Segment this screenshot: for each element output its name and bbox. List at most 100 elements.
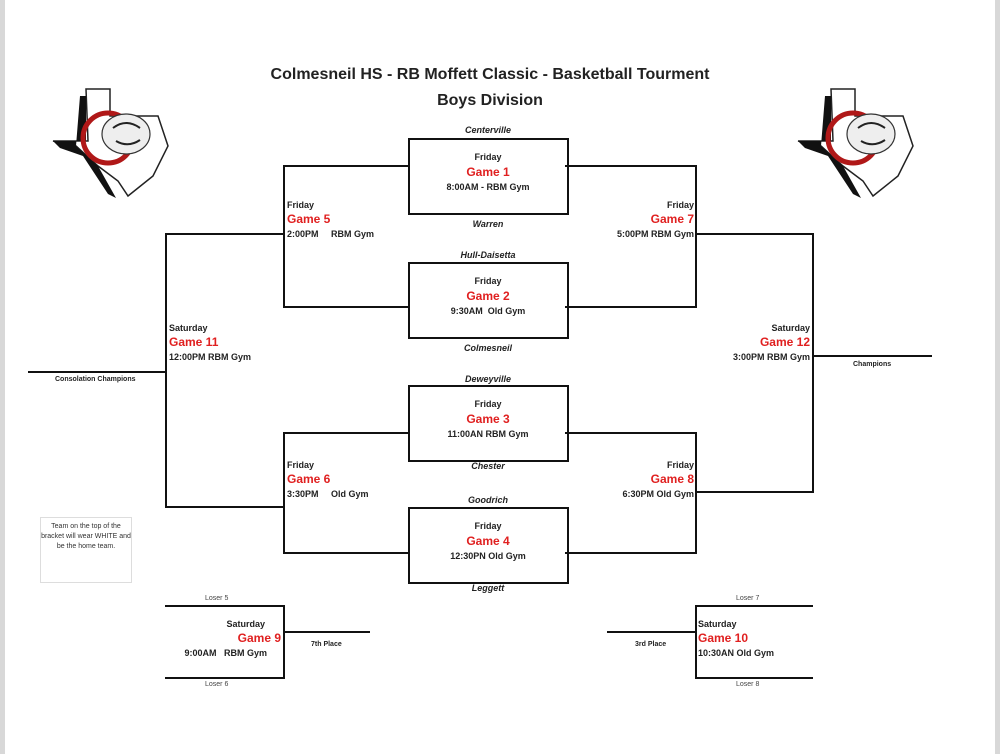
game-time: 12:00PM RBM Gym [169,352,252,362]
bracket-line [812,355,932,357]
game12-info: Saturday Game 12 3:00PM RBM Gym [733,323,810,362]
game-day: Saturday [226,619,265,629]
bracket-line [695,233,814,235]
game-time: 9:00AM RBM Gym [184,648,267,658]
game1-info: Friday Game 1 8:00AM - RBM Gym [408,152,568,192]
bracket-line [283,432,285,554]
champions-label: Champions [853,361,892,368]
bracket-line [28,371,167,373]
team-slot: Warren [472,219,504,229]
team-slot: Goodrich [468,495,508,505]
game3-bracket [408,385,569,462]
bracket-line [165,677,285,679]
game-label: Game 12 [759,335,810,349]
bracket-line [565,165,697,167]
bracket-line [695,605,813,607]
game-label: Game 10 [698,631,749,645]
game-time: 11:00AN RBM Gym [447,429,529,439]
game-day: Friday [474,276,502,286]
bracket-line [607,631,696,633]
game4-info: Friday Game 4 12:30PN Old Gym [408,521,568,561]
game5-info: Friday Game 5 2:00PM RBM Gym [287,200,374,239]
bulldog-logo-right [797,88,914,198]
game3-info: Friday Game 3 11:00AN RBM Gym [408,399,568,439]
seventh-place-label: 7th Place [311,641,342,648]
loser6-label: Loser 6 [205,681,229,688]
game-day: Friday [666,200,694,210]
game-time: 6:30PM Old Gym [622,489,694,499]
game-label: Game 4 [466,534,510,548]
team-slot: Centerville [464,125,512,135]
bracket-line [283,552,408,554]
game-label: Game 7 [650,212,694,226]
title-line2: Boys Division [437,92,543,109]
bracket-line [283,605,285,679]
game-day: Friday [474,152,502,162]
third-place-label: 3rd Place [635,641,667,648]
team-slot: Chester [471,461,505,471]
bracket-line [565,432,697,434]
bracket-line [695,677,813,679]
game-day: Friday [474,399,502,409]
bracket-line [565,306,697,308]
game7-info: Friday Game 7 5:00PM RBM Gym [617,200,694,239]
game-label: Game 8 [650,472,694,486]
game-day: Friday [287,460,315,470]
consolation-champions-label: Consolation Champions [55,376,136,383]
bracket-line [565,552,697,554]
game-time: 12:30PN Old Gym [450,551,526,561]
game-day: Friday [666,460,694,470]
bracket-line [283,631,370,633]
game-label: Game 9 [237,631,281,645]
title-line1: Colmesneil HS - RB Moffett Classic - Bas… [270,66,710,83]
game-day: Friday [287,200,315,210]
game-time: 10:30AN Old Gym [698,648,775,658]
game-label: Game 6 [287,472,331,486]
home-team-note: Team on the top of the bracket will wear… [40,517,132,583]
game10-info: Saturday Game 10 10:30AN Old Gym [698,619,774,658]
bracket-line [283,306,408,308]
bracket-line [165,605,285,607]
game-time: 9:30AM Old Gym [450,306,526,316]
game1-bracket [408,138,569,215]
game11-info: Saturday Game 11 12:00PM RBM Gym [169,323,251,362]
game-time: 8:00AM - RBM Gym [446,182,530,192]
page-edge-right [995,0,1000,754]
bracket-line [165,506,285,508]
game-label: Game 1 [466,165,510,179]
team-slot: Deweyville [464,374,512,384]
page-edge-left [0,0,5,754]
team-slot: Colmesneil [463,343,512,353]
team-slot: Leggett [471,583,505,593]
bracket-line [812,233,814,493]
bracket-line [165,233,285,235]
game9-info: Saturday Game 9 9:00AM RBM Gym [184,619,281,658]
game-day: Friday [474,521,502,531]
bracket-line [283,165,285,308]
game-day: Saturday [771,323,810,333]
game6-info: Friday Game 6 3:30PM Old Gym [287,460,369,499]
game-time: 3:30PM Old Gym [287,489,369,499]
bracket-line [283,165,408,167]
team-slot: Hull-Daisetta [460,250,516,260]
game-label: Game 2 [466,289,510,303]
game4-bracket [408,507,569,584]
game-time: 2:00PM RBM Gym [287,229,375,239]
game2-bracket [408,262,569,339]
game-label: Game 5 [287,212,331,226]
game-label: Game 11 [169,335,219,349]
loser7-label: Loser 7 [736,595,760,602]
bracket-line [695,491,814,493]
game-day: Saturday [169,323,208,333]
bracket-line [695,432,697,554]
bracket-line [165,233,167,508]
game2-info: Friday Game 2 9:30AM Old Gym [408,276,568,316]
game-time: 3:00PM RBM Gym [732,352,810,362]
game8-info: Friday Game 8 6:30PM Old Gym [622,460,694,499]
game-day: Saturday [698,619,737,629]
bracket-line [695,165,697,308]
game-time: 5:00PM RBM Gym [616,229,694,239]
game-label: Game 3 [466,412,510,426]
bracket-line [695,605,697,679]
bulldog-logo-left [52,88,169,198]
